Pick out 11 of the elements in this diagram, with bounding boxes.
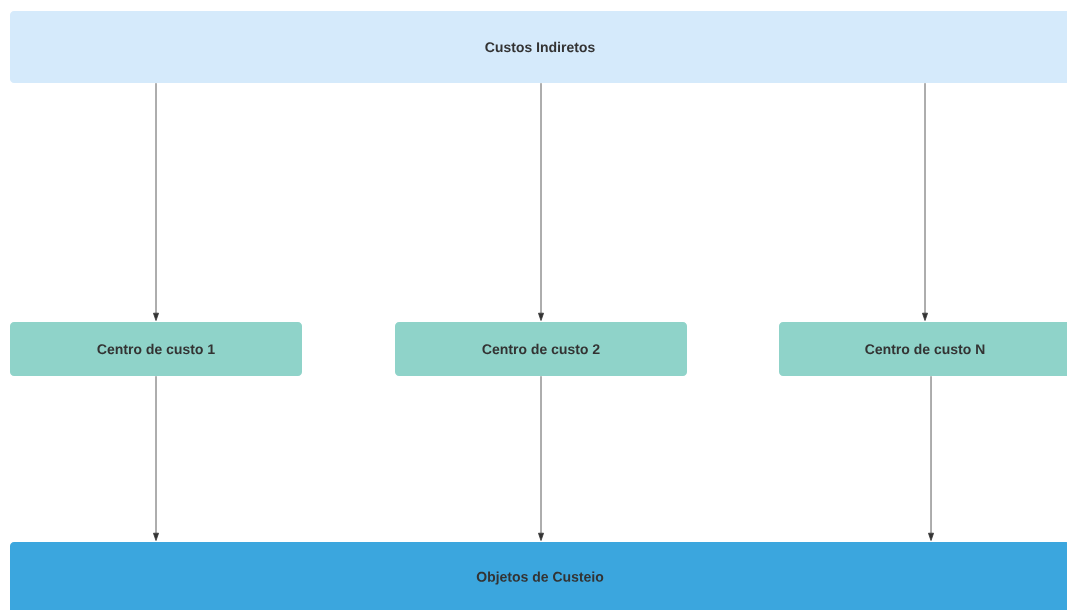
process-box: Centro de custo N (779, 322, 1067, 376)
arrow (922, 82, 928, 321)
process-box: Centro de custo 1 (10, 322, 302, 376)
header-band: Custos Indiretos (10, 11, 1067, 83)
arrow (153, 82, 159, 321)
arrow (928, 375, 934, 541)
arrow (153, 375, 159, 541)
process-box: Centro de custo 2 (395, 322, 687, 376)
footer-band: Objetos de Custeio (10, 542, 1067, 610)
arrow (538, 375, 544, 541)
arrow (538, 82, 544, 321)
